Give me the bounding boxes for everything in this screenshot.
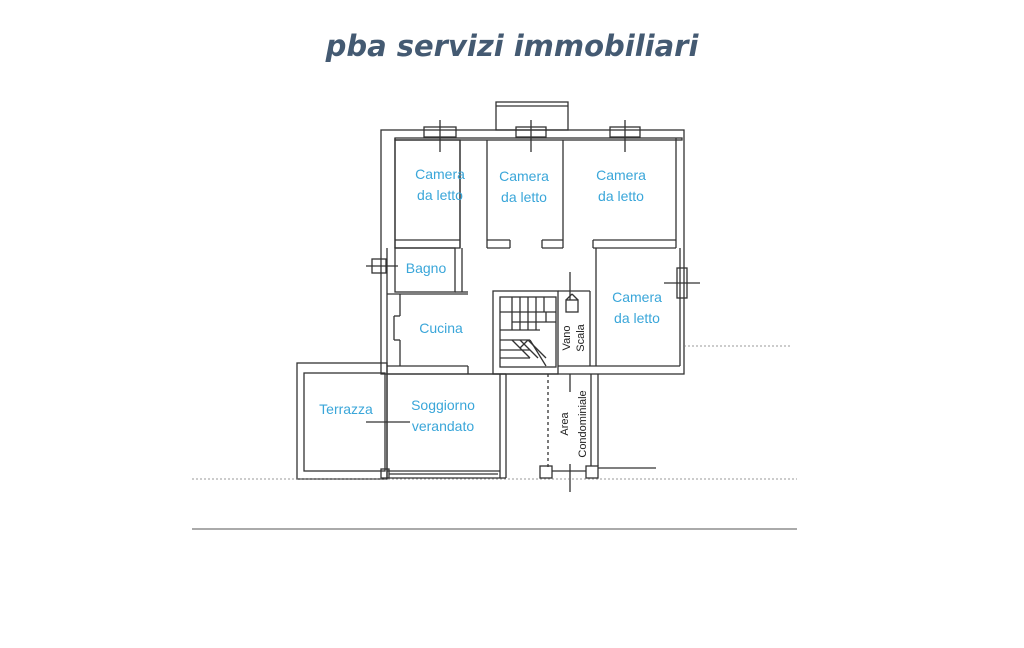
annotation-condominiale: Condominiale [577,390,589,457]
annotation-vano: Vano [561,326,573,351]
label-camera-3-line2: da letto [598,188,644,204]
label-soggiorno-line2: verandato [412,418,474,434]
windows-top [423,120,641,152]
living-walls [366,373,501,479]
label-camera-2-line1: Camera [499,168,549,184]
label-camera-4-line1: Camera [612,289,662,305]
stair-well [558,248,597,392]
label-cucina: Cucina [419,320,463,336]
annotations: Vano Scala Area Condominiale [559,323,589,457]
bathroom-walls [366,247,468,295]
stair-block [492,290,559,375]
kitchen-walls [387,294,469,374]
annotation-area: Area [559,412,571,436]
window-right [664,267,700,299]
label-camera-3-line1: Camera [596,167,646,183]
floor-plan [192,101,797,530]
label-camera-1-line2: da letto [417,187,463,203]
label-camera-2-line2: da letto [501,189,547,205]
balcony [495,101,569,131]
label-camera-4-line2: da letto [614,310,660,326]
annotation-scala: Scala [575,323,587,351]
common-area-walls [500,373,656,492]
brand-logo: pba servizi immobiliari [325,29,700,63]
label-terrazza: Terrazza [319,401,373,417]
room-labels: Camera da letto Camera da letto Camera d… [319,166,662,434]
label-camera-1-line1: Camera [415,166,465,182]
label-bagno: Bagno [406,260,447,276]
terrace-walls [296,362,390,480]
label-soggiorno-line1: Soggiorno [411,397,475,413]
